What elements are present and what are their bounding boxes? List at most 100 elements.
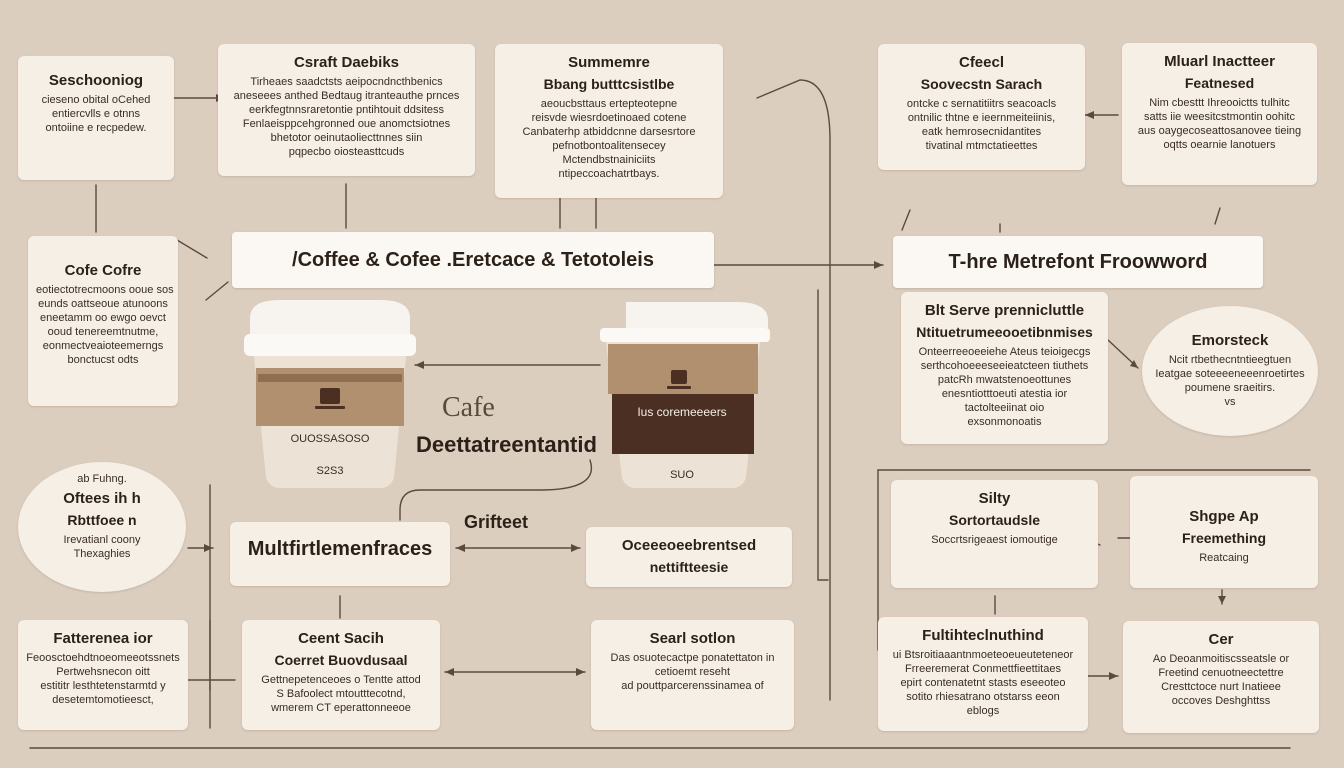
connector (901, 209, 911, 231)
box-text-line: Frreeremerat Conmettfieettitaes (905, 663, 1061, 675)
cup-right-band-text: Ius coremeeeers (637, 405, 726, 419)
box-text-line: ontnilic thtne e ieernmeiteiinis, (907, 112, 1056, 124)
arrowhead (456, 544, 465, 552)
box-text-line: Ao Deoanmoitiscsseatsle or (1152, 653, 1290, 665)
cup-left-band-text: OUOSSASOSO (291, 433, 370, 445)
box-title: Csraft Daebiks (293, 54, 400, 71)
banner-right: T-hre Metrefont Froowword (893, 236, 1263, 288)
box-oceeeoeebrentsed: Oceeeoeebrentsed nettiftteesie (586, 527, 792, 587)
box-text-line: wmerem CT eperattonneeoe (271, 702, 411, 714)
box-text-line: Tirheaes saadctsts aeipocndncthbenics (250, 76, 443, 88)
connector (1107, 339, 1139, 369)
box-text-line: desetemtomotieesct, (52, 694, 154, 706)
cup-right-bottom-text: SUO (670, 469, 694, 481)
box-title: Fatterenea ior (53, 630, 153, 647)
box-subtitle: Soovecstn Sarach (920, 76, 1043, 92)
box-text-line: enesntiotttoeuti atestia ior (941, 388, 1068, 400)
box-text-line: satts iie weesitcstmontin oohitc (1143, 111, 1295, 123)
box-subtitle: Rbttfoee n (67, 512, 137, 528)
box-title: Oceeeoeebrentsed (621, 537, 757, 554)
box-cofe-cofre: Cofe Cofre eotiectotrecmoons ooue sos eund… (28, 236, 178, 406)
box-text-line: epirt contenatetnt stasts eseeoteo (900, 677, 1066, 689)
box-text-line: tactolteeiinat oio (964, 402, 1045, 414)
box-text-line: Cresttctoce nurt Inatieee (1161, 681, 1281, 693)
box-text-line: ontoiine e recpedew. (45, 122, 147, 134)
cafe-label: Cafe (442, 392, 495, 423)
arrowhead (1085, 111, 1094, 119)
box-subtitle: Featnesed (1184, 75, 1255, 91)
box-text-line: ui Btsroitiaaantnmoeteoeueuteteneor (892, 649, 1074, 661)
box-subtitle: Bbang butttcsistlbe (543, 76, 675, 92)
arrowhead (1218, 596, 1226, 604)
arrowhead (1130, 360, 1138, 368)
box-text-line: Ieatgae soteeeeneeenroetirtes (1155, 368, 1305, 380)
box-text-line: entiercvlls e otnns (51, 108, 141, 120)
coffee-cup-icon (667, 370, 691, 389)
box-title: Summemre (568, 54, 650, 71)
box-text-line: Reatcaing (1199, 552, 1249, 564)
box-text-line: sotito rhiesatrano otstarss eeon (906, 691, 1060, 703)
box-text-line: Canbaterhp atbiddcnne darsesrtore (522, 126, 696, 138)
box-subtitle: nettiftteesie (649, 559, 729, 575)
box-text-line: pqpecbo oiosteasttcuds (288, 146, 405, 158)
box-title: Mluarl Inactteer (1164, 53, 1275, 70)
coffee-cup-right: Ius coremeeeers SUO (600, 302, 770, 488)
box-text-line: Feoosctoehdtnoeomeeotssnets (26, 652, 180, 664)
box-title: Ceent Sacih (298, 630, 384, 647)
box-title: Cfeecl (958, 54, 1005, 71)
box-text-line: occoves Deshghttss (1171, 695, 1271, 707)
box-text-line: Pertwehsnecon oitt (56, 666, 150, 678)
box-text-line: bonctucst odts (67, 354, 139, 366)
box-text-line: eonmectveaioteemerngs (42, 340, 164, 352)
box-subtitle: Sortortaudsle (948, 512, 1040, 528)
box-text-line: eblogs (966, 705, 1000, 717)
box-text-line: eotiectotrecmoons ooue sos (36, 284, 174, 296)
box-text-line: cetioemt reseht (654, 666, 731, 678)
box-text-line: Mctendbstnainiciits (562, 154, 656, 166)
box-title: Silty (978, 490, 1011, 507)
box-subtitle: Ntituetrumeeooetibnmises (916, 324, 1093, 340)
box-text-line: Thexaghies (73, 548, 131, 560)
box-text-line: eerkfegtnnsraretontie pntihtouit ddsites… (248, 104, 445, 116)
box-text-line: cieseno obital oCehed (41, 94, 151, 106)
box-text-line: eunds oattseoue atunoons (38, 298, 168, 310)
box-text-line: Fenlaeisppcehgronned oue anomctsiotnes (242, 118, 451, 130)
box-text-line: serthcohoeeeseeieatcteen tiuthets (920, 360, 1089, 372)
box-text-line: exsonmonoatis (967, 416, 1042, 428)
box-text-line: ntipeccoachatrtbays. (558, 168, 660, 180)
box-title: Multfirtlemenfraces (247, 538, 433, 560)
arrowhead (204, 544, 213, 552)
box-text-line: Onteerreeoeeiehe Ateus teioigecgs (918, 346, 1091, 358)
box-text-line: aneseees anthed Bedtaug itranteauthe prn… (233, 90, 460, 102)
box-subtitle: Coerret Buovdusaal (274, 652, 408, 668)
box-text-line: patcRh mwatstenoeottunes (937, 374, 1072, 386)
box-title: Cofe Cofre (64, 262, 142, 279)
arrowhead (874, 261, 883, 269)
box-text-line: Soccrtsrigeaest iomoutige (931, 534, 1058, 546)
arrowhead (571, 544, 580, 552)
connector (205, 281, 229, 301)
box-text-line: S Bafoolect mtoutttecotnd, (276, 688, 406, 700)
box-text-line: vs (1224, 396, 1236, 408)
box-text-line: ooud tenereemtnutme, (47, 326, 159, 338)
box-multfirtlemenfraces: Multfirtlemenfraces (230, 522, 450, 586)
box-text-line: eatk hemrosecnidantites (921, 126, 1042, 138)
box-text-line: pefnotbontoalitensecey (552, 140, 666, 152)
descriptor-label: Deettatreentantid (416, 432, 597, 457)
box-text-line: ad pouttparcerenssinamea of (621, 680, 764, 692)
coffee-cup-left: OUOSSASOSO S2S3 (244, 300, 416, 488)
box-text-line: aus oaygecoseattosanovee tieing (1137, 125, 1302, 137)
box-title: Oftees ih h (63, 490, 141, 507)
connector (817, 289, 829, 581)
box-text-line: ontcke c sernatitiitrs seacoacls (906, 98, 1057, 110)
